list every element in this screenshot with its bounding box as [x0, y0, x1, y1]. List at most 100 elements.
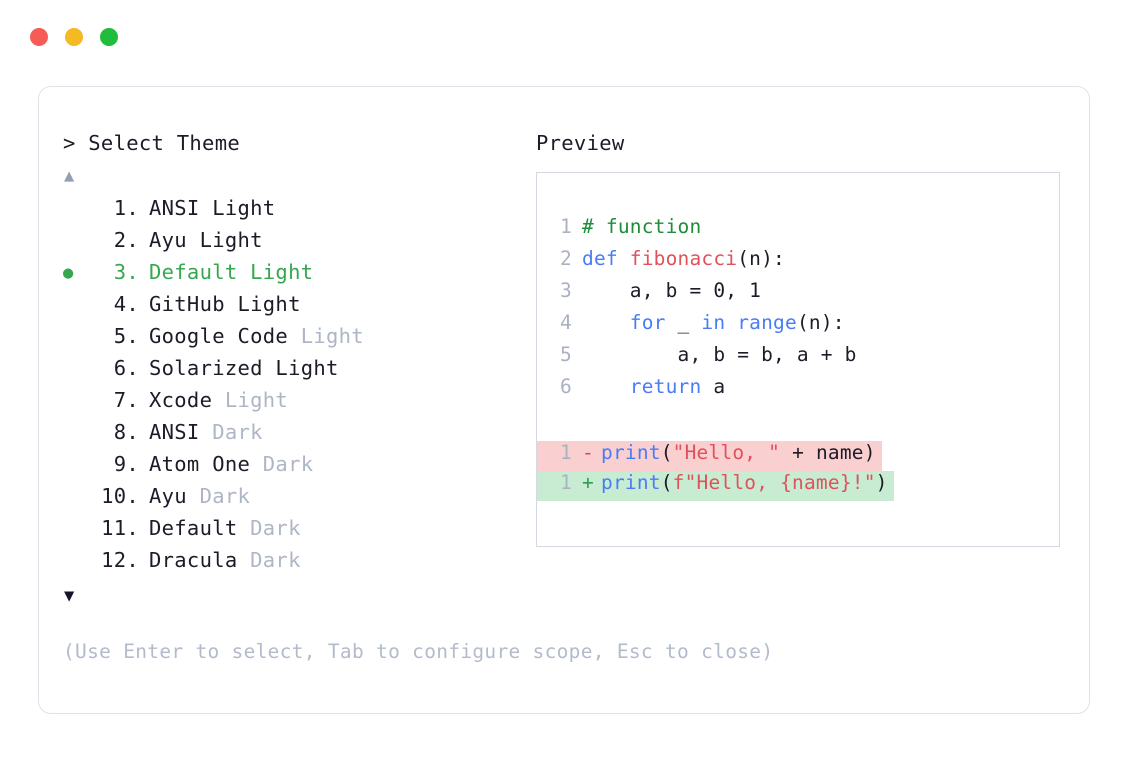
keyboard-hint: (Use Enter to select, Tab to configure s… — [63, 640, 774, 663]
code-line-number: 2 — [560, 247, 572, 270]
theme-item-variant: Light — [212, 196, 276, 220]
code-token — [582, 375, 630, 398]
theme-item-variant: Dark — [199, 484, 251, 508]
theme-item-number: 6. — [113, 356, 139, 380]
theme-item-name: Dracula — [149, 548, 251, 572]
code-token: _ — [665, 311, 702, 334]
scroll-up-arrow-icon[interactable]: ▲ — [64, 166, 75, 186]
code-token: return — [629, 375, 702, 398]
code-line: 2 def fibonacci(n): — [537, 247, 1059, 279]
theme-item-number: 12. — [101, 548, 139, 572]
code-token: ( — [660, 441, 673, 464]
scroll-down-arrow-icon[interactable]: ▼ — [64, 586, 75, 606]
code-line-text: # function — [582, 215, 701, 238]
theme-item-variant: Dark — [250, 548, 301, 572]
theme-item-name: Xcode — [149, 388, 225, 412]
theme-item-number: 3. — [113, 260, 139, 284]
theme-list-item[interactable]: 8.ANSI Dark — [63, 420, 533, 452]
code-token: "Hello, " — [672, 441, 781, 464]
theme-list-item[interactable]: 1. ANSI Light — [63, 196, 533, 228]
theme-list-item[interactable]: 9.Atom One Dark — [63, 452, 533, 484]
code-token: fibonacci — [629, 247, 738, 270]
close-button-dot[interactable] — [30, 28, 48, 46]
theme-item-variant: Dark — [212, 420, 263, 444]
code-token: # function — [582, 215, 702, 238]
selected-bullet-icon: ● — [63, 263, 74, 283]
diff-line-text: print(f"Hello, {name}!") — [601, 471, 894, 494]
diff-line-add: 1 + print(f"Hello, {name}!") — [537, 471, 894, 501]
theme-item-name: Atom One — [149, 452, 263, 476]
theme-item-variant: Light — [199, 228, 263, 252]
theme-list-item[interactable]: ● 3. Default Light — [63, 260, 533, 292]
theme-item-variant: Light — [237, 292, 301, 316]
theme-item-number: 2. — [113, 228, 139, 252]
code-token: ( — [660, 471, 673, 494]
code-token: print — [601, 441, 661, 464]
code-line: 5 a, b = b, a + b — [537, 343, 1059, 375]
code-line-number: 4 — [560, 311, 572, 334]
theme-list-item[interactable]: 6.Solarized Light — [63, 356, 533, 388]
theme-list-item[interactable]: 11. Default Dark — [63, 516, 533, 548]
diff-line-del: 1-print("Hello, " + name) — [537, 441, 882, 471]
code-token: a — [701, 375, 726, 398]
theme-item-number: 9. — [113, 452, 139, 476]
code-token: def — [582, 247, 630, 270]
code-token: + name) — [780, 441, 876, 464]
code-line-text: def fibonacci(n): — [582, 247, 785, 270]
code-line-number: 3 — [560, 279, 572, 302]
theme-item-name: Default — [149, 260, 251, 284]
theme-item-number: 11. — [101, 516, 139, 540]
theme-list-item[interactable]: 2. Ayu Light — [63, 228, 533, 260]
code-line-text: a, b = b, a + b — [582, 343, 857, 366]
window-controls — [30, 28, 118, 46]
code-line-text: return a — [582, 375, 725, 398]
code-line: 6 return a — [537, 375, 1059, 407]
preview-label: Preview — [536, 131, 625, 155]
code-token: for — [629, 311, 666, 334]
theme-item-number: 4. — [113, 292, 139, 316]
theme-list-item[interactable]: 7. Xcode Light — [63, 388, 533, 420]
theme-item-name: Default — [149, 516, 251, 540]
select-theme-prompt: > Select Theme — [63, 131, 240, 155]
code-token: a, b = 0, 1 — [582, 279, 762, 302]
diff-marker: + — [582, 471, 594, 494]
theme-list-item[interactable]: 4. GitHub Light — [63, 292, 533, 324]
code-token — [582, 311, 630, 334]
diff-line-number: 1 — [560, 441, 572, 464]
diff-line-number: 1 — [560, 471, 572, 494]
maximize-button-dot[interactable] — [100, 28, 118, 46]
code-token: in range — [701, 311, 797, 334]
code-line-number: 5 — [560, 343, 572, 366]
theme-item-number: 1. — [113, 196, 139, 220]
code-token: print — [601, 471, 661, 494]
theme-item-variant: Light — [275, 356, 339, 380]
code-token: f"Hello, {name}!" — [672, 471, 876, 494]
diff-marker: - — [582, 441, 594, 464]
theme-list-item[interactable]: 10.Ayu Dark — [63, 484, 533, 516]
theme-item-name: GitHub — [149, 292, 238, 316]
theme-item-number: 7. — [113, 388, 139, 412]
code-line: 4 for _ in range(n): — [537, 311, 1059, 343]
code-line-number: 6 — [560, 375, 572, 398]
theme-selection-pane: > Select Theme ▲ 1. ANSI Light 2. Ayu Light… — [63, 131, 774, 663]
theme-list-item[interactable]: 5.Google Code Light — [63, 324, 533, 356]
code-line-text: a, b = 0, 1 — [582, 279, 761, 302]
code-token: ) — [875, 471, 888, 494]
code-line-number: 1 — [560, 215, 572, 238]
theme-list-item[interactable]: 12. Dracula Dark — [63, 548, 533, 580]
theme-item-variant: Light — [224, 388, 289, 412]
theme-item-variant: Dark — [250, 516, 301, 540]
theme-item-variant: Light — [300, 324, 364, 348]
theme-picker-card: > Select Theme ▲ 1. ANSI Light 2. Ayu Light… — [38, 86, 1090, 714]
theme-item-name: ANSI — [149, 196, 213, 220]
code-token: (n): — [796, 311, 845, 334]
theme-item-name: Ayu — [149, 228, 200, 252]
theme-item-name: ANSI — [149, 420, 213, 444]
minimize-button-dot[interactable] — [65, 28, 83, 46]
diff-line-text: print("Hello, " + name) — [601, 441, 882, 464]
code-line: 1 # function — [537, 215, 1059, 247]
code-token: (n): — [737, 247, 785, 270]
theme-item-variant: Light — [250, 260, 314, 284]
